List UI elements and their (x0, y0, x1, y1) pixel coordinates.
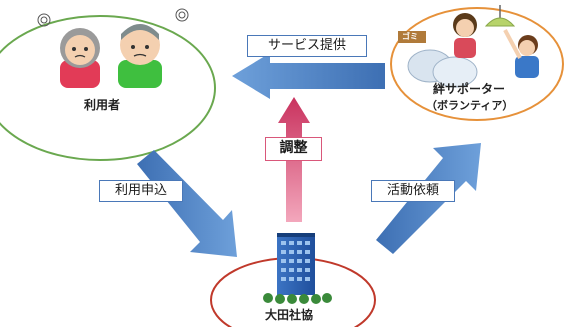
request-label: 活動依頼 (371, 180, 455, 202)
service-arrow (232, 53, 385, 99)
garbage-sign-text: ゴミ (402, 32, 418, 41)
council-label: 大田社協 (265, 308, 314, 322)
office-building-icon (263, 233, 332, 304)
supporter-ellipse (390, 7, 564, 121)
supporter-label: 絆サポーター (433, 82, 506, 96)
service-label: サービス提供 (247, 35, 367, 57)
user-ellipse (0, 15, 216, 161)
user-label: 利用者 (84, 98, 121, 112)
elderly-couple-illustration (37, 8, 189, 88)
volunteer-illustration (398, 5, 539, 88)
supporter-sublabel: （ボランティア） (426, 99, 514, 112)
application-arrow (137, 150, 237, 257)
adjust-label: 調整 (265, 137, 322, 161)
application-label: 利用申込 (99, 180, 183, 202)
